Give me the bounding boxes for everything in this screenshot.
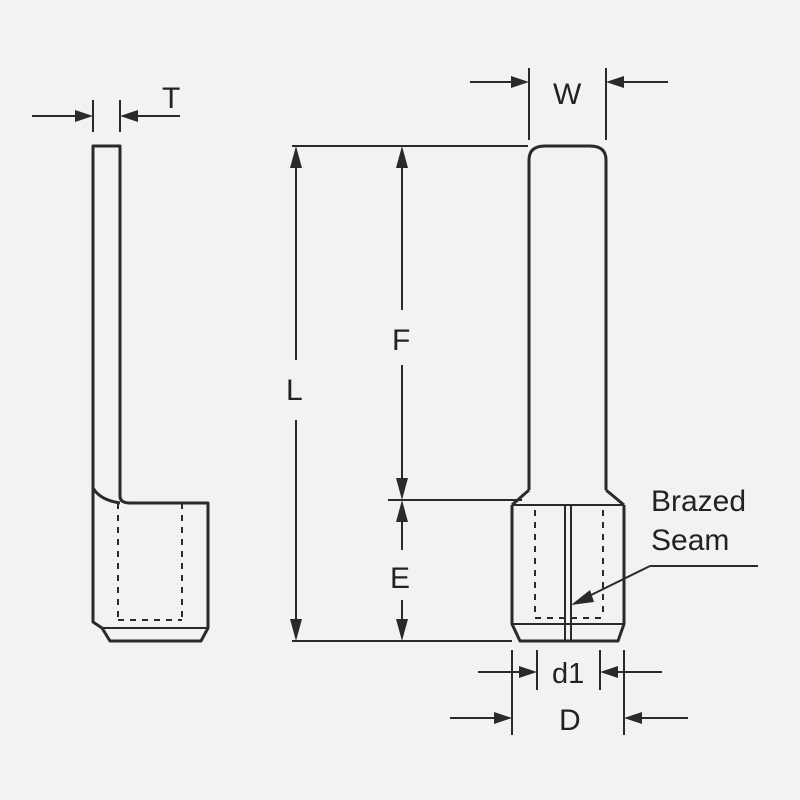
dim-d1-arrow-right bbox=[600, 666, 618, 678]
dim-T-arrow-left bbox=[75, 110, 93, 122]
dim-T-arrow-right bbox=[120, 110, 138, 122]
label-seam: Seam bbox=[651, 524, 729, 557]
front-view bbox=[510, 144, 626, 643]
label-D: D bbox=[559, 704, 581, 737]
label-L: L bbox=[286, 374, 303, 407]
dim-W: W bbox=[470, 68, 668, 140]
dim-T: T bbox=[32, 82, 180, 132]
front-barrel-outline bbox=[510, 505, 626, 643]
dim-D-arrow-right bbox=[624, 712, 642, 724]
dim-E-arrow-top bbox=[396, 500, 408, 522]
front-taper bbox=[511, 488, 625, 507]
callout-leader-diagonal bbox=[584, 565, 651, 599]
dim-D: D bbox=[450, 650, 688, 737]
label-d1: d1 bbox=[552, 658, 584, 690]
callout-arrow bbox=[571, 590, 594, 605]
label-E: E bbox=[390, 562, 410, 595]
side-view-outline bbox=[91, 144, 210, 643]
dim-F-arrow-bottom bbox=[396, 478, 408, 500]
dim-F: F bbox=[392, 146, 410, 500]
label-F: F bbox=[392, 324, 410, 357]
side-view bbox=[91, 144, 210, 643]
front-tongue-outline bbox=[527, 144, 608, 490]
dim-E: E bbox=[388, 499, 522, 641]
dim-d1: d1 bbox=[478, 650, 662, 690]
dim-L-arrow-top bbox=[290, 146, 302, 168]
dim-L-arrow-bottom bbox=[290, 619, 302, 641]
label-T: T bbox=[162, 82, 180, 115]
dim-W-arrow-left bbox=[511, 76, 529, 88]
label-brazed: Brazed bbox=[651, 485, 746, 518]
dim-L: L bbox=[286, 145, 528, 642]
dim-W-arrow-right bbox=[606, 76, 624, 88]
dim-D-arrow-left bbox=[494, 712, 512, 724]
label-W: W bbox=[553, 78, 582, 111]
dim-E-arrow-bottom bbox=[396, 619, 408, 641]
brazed-seam-callout: Brazed Seam bbox=[571, 485, 758, 605]
dim-F-arrow-top bbox=[396, 146, 408, 168]
side-view-bend bbox=[91, 487, 121, 505]
dim-d1-arrow-left bbox=[519, 666, 537, 678]
